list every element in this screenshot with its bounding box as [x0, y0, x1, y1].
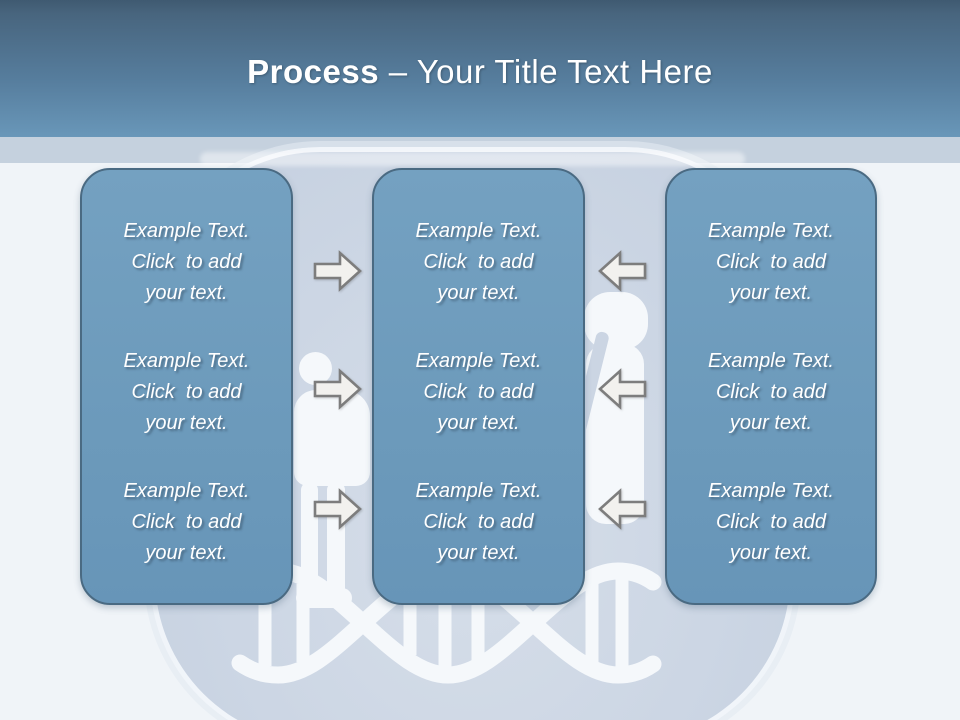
arrow-left-icon[interactable]: [597, 367, 647, 411]
placeholder-line: your text.: [145, 412, 228, 434]
placeholder-line: Click to add: [131, 251, 242, 273]
arrow-left-icon[interactable]: [597, 487, 647, 531]
arrow-right-icon[interactable]: [313, 367, 363, 411]
text-placeholder[interactable]: Example Text. Click to add your text.: [673, 346, 869, 439]
text-placeholder[interactable]: Example Text. Click to add your text.: [380, 216, 577, 309]
slide-header: Process – Your Title Text Here: [0, 0, 960, 137]
placeholder-line: Example Text.: [415, 480, 542, 502]
slide-title[interactable]: Process – Your Title Text Here: [0, 52, 960, 92]
text-placeholder[interactable]: Example Text. Click to add your text.: [88, 346, 285, 439]
placeholder-line: Example Text.: [708, 480, 834, 502]
placeholder-line: Click to add: [715, 511, 827, 533]
placeholder-line: Click to add: [715, 251, 827, 273]
placeholder-line: Click to add: [423, 251, 534, 273]
gloss-highlight: [200, 152, 745, 166]
placeholder-line: Example Text.: [123, 350, 250, 372]
placeholder-line: Example Text.: [415, 220, 542, 242]
placeholder-line: your text.: [729, 282, 813, 304]
placeholder-line: Example Text.: [123, 480, 250, 502]
panel-center[interactable]: Example Text. Click to add your text. Ex…: [372, 168, 585, 605]
placeholder-line: your text.: [437, 542, 520, 564]
arrow-right-icon[interactable]: [313, 487, 363, 531]
arrow-right-icon[interactable]: [313, 249, 363, 293]
person-silhouette-icon: [299, 352, 332, 385]
text-placeholder[interactable]: Example Text. Click to add your text.: [673, 476, 869, 569]
placeholder-line: Click to add: [131, 381, 242, 403]
placeholder-line: your text.: [729, 542, 813, 564]
placeholder-line: your text.: [437, 412, 520, 434]
text-placeholder[interactable]: Example Text. Click to add your text.: [88, 476, 285, 569]
placeholder-line: Click to add: [715, 381, 827, 403]
text-placeholder[interactable]: Example Text. Click to add your text.: [380, 476, 577, 569]
placeholder-line: Example Text.: [415, 350, 542, 372]
placeholder-line: your text.: [145, 542, 228, 564]
placeholder-line: Example Text.: [708, 220, 834, 242]
title-text: Your Title Text Here: [416, 53, 713, 90]
panel-left[interactable]: Example Text. Click to add your text. Ex…: [80, 168, 293, 605]
placeholder-line: your text.: [729, 412, 813, 434]
panel-right[interactable]: Example Text. Click to add your text. Ex…: [665, 168, 877, 605]
placeholder-line: your text.: [437, 282, 520, 304]
arrow-left-icon[interactable]: [597, 249, 647, 293]
text-placeholder[interactable]: Example Text. Click to add your text.: [88, 216, 285, 309]
placeholder-line: Example Text.: [123, 220, 250, 242]
placeholder-line: Click to add: [423, 381, 534, 403]
placeholder-line: your text.: [145, 282, 228, 304]
title-keyword: Process: [247, 53, 380, 90]
placeholder-line: Click to add: [423, 511, 534, 533]
text-placeholder[interactable]: Example Text. Click to add your text.: [673, 216, 869, 309]
placeholder-line: Click to add: [131, 511, 242, 533]
person-silhouette-icon: [294, 390, 370, 486]
title-separator: –: [379, 53, 417, 90]
placeholder-line: Example Text.: [708, 350, 834, 372]
text-placeholder[interactable]: Example Text. Click to add your text.: [380, 346, 577, 439]
